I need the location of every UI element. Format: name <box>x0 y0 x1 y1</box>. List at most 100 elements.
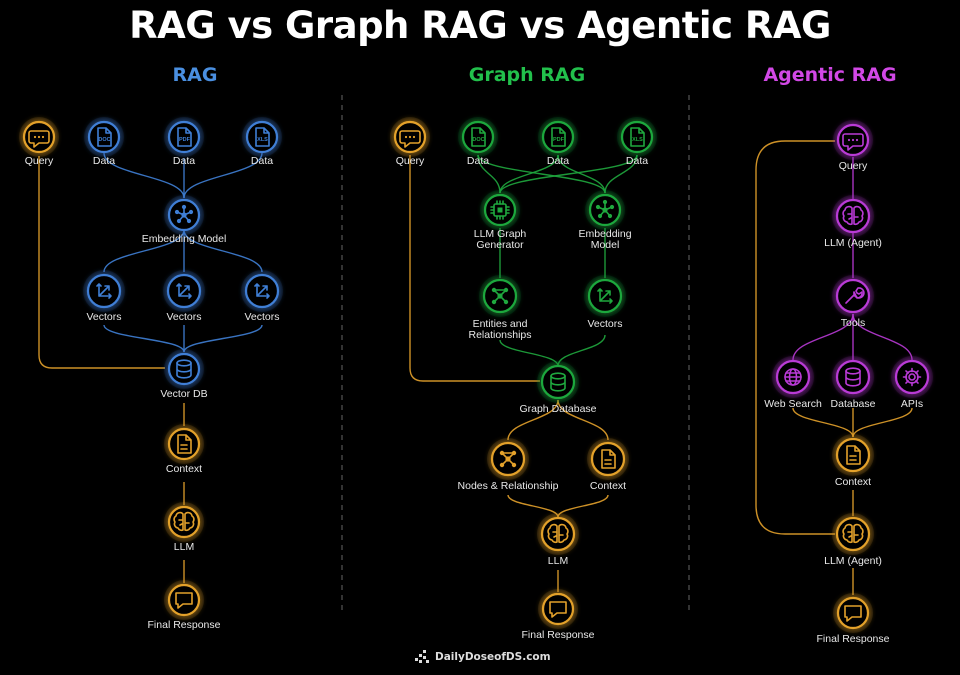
rag-embedding-node: Embedding Model <box>142 195 227 245</box>
rag-query-node-label-line: Query <box>25 155 54 167</box>
rag-vector-db-node-label: Vector DB <box>160 388 207 400</box>
rag-vectors-node-2-label-line: Vectors <box>166 311 201 323</box>
rag-context-node-label-line: Context <box>166 463 202 475</box>
rag-vector-db-node-label-line: Vector DB <box>160 388 207 400</box>
agentic-query-node: Query <box>833 120 873 172</box>
graph-data-node-1-label: Data <box>467 155 489 167</box>
agentic-rag-column-title: Agentic RAG <box>763 64 897 86</box>
page-title: RAG vs Graph RAG vs Agentic RAG <box>129 4 831 47</box>
rag-embedding-node-label: Embedding Model <box>142 233 227 245</box>
file-type-badge: PDF <box>179 137 191 143</box>
rag-vectors-node-2: Vectors <box>163 270 205 323</box>
link-g-nodes-llm <box>507 494 559 518</box>
link-data3-embed <box>183 152 263 199</box>
file-type-badge: DOC <box>98 137 110 143</box>
rag-final-response-node-label-line: Final Response <box>148 619 221 631</box>
rag-query-node-label: Query <box>25 155 54 167</box>
agentic-final-response-node-label-line: Final Response <box>817 633 890 645</box>
link-g-data3-llmgen <box>499 154 638 194</box>
rag-vectors-node-1: Vectors <box>83 270 125 323</box>
graph-llm-node-label-line: LLM <box>548 555 568 567</box>
rag-query-node: Query <box>19 117 59 167</box>
link-g-query-graphdb <box>409 155 540 382</box>
graph-data-node-1-label-line: Data <box>467 155 489 167</box>
rag-column-title: RAG <box>172 64 218 86</box>
graph-rag-column-title: Graph RAG <box>468 64 586 86</box>
graph-vectors-node: Vectors <box>584 275 626 330</box>
graph-query-node-label-line: Query <box>396 155 425 167</box>
graph-context-node-label: Context <box>590 480 626 492</box>
graph-llm-node: LLM <box>537 513 579 567</box>
agentic-context-node-label-line: Context <box>835 476 871 488</box>
link-g-entities-graphdb <box>499 339 559 367</box>
agentic-query-node-label-line: Query <box>839 160 868 172</box>
agentic-tools-node-label-line: Tools <box>841 317 866 329</box>
rag-vectors-node-3-label: Vectors <box>244 311 279 323</box>
graph-database-node-label-line: Graph Database <box>519 403 596 415</box>
link-vec1-db <box>103 324 185 353</box>
graph-entities-node-label-line: Entities and <box>473 318 528 330</box>
rag-data-node-1: DOC Data <box>84 117 124 167</box>
agentic-apis-node: APIs <box>891 356 933 410</box>
agentic-final-response-node-label: Final Response <box>817 633 890 645</box>
file-type-badge: XLS <box>257 137 268 143</box>
rag-vectors-node-3-label-line: Vectors <box>244 311 279 323</box>
link-a-apis-context <box>852 407 913 438</box>
agentic-database-node-label-line: Database <box>831 398 876 410</box>
link-vec3-db <box>183 324 263 353</box>
graph-query-node: Query <box>390 117 430 167</box>
link-embed-vec3 <box>183 229 263 273</box>
agentic-web-search-node: Web Search <box>764 356 822 410</box>
connectors <box>38 140 913 595</box>
graph-nodes-node: Nodes & Relationship <box>458 438 559 492</box>
graph-data-node-3-label-line: Data <box>626 155 648 167</box>
link-g-data1-llmgen <box>477 154 501 194</box>
agentic-apis-node-label-line: APIs <box>901 398 923 410</box>
agentic-tools-node: Tools <box>832 275 874 329</box>
rag-llm-node-label-line: LLM <box>174 541 194 553</box>
graph-embedding-node-label-line: Embedding <box>578 228 631 240</box>
link-a-web-context <box>792 407 854 438</box>
rag-data-node-1-label-line: Data <box>93 155 115 167</box>
agentic-database-node-label: Database <box>831 398 876 410</box>
agentic-database-node: Database <box>831 356 876 410</box>
graph-context-node-label-line: Context <box>590 480 626 492</box>
graph-final-response-node-label: Final Response <box>522 629 595 641</box>
agentic-web-search-node-label: Web Search <box>764 398 822 410</box>
rag-data-node-3-label-line: Data <box>251 155 273 167</box>
rag-final-response-node: Final Response <box>148 580 221 631</box>
graph-database-node-label: Graph Database <box>519 403 596 415</box>
agentic-llm-agent-node-2: LLM (Agent) <box>824 513 882 567</box>
rag-data-node-2: PDF Data <box>164 117 204 167</box>
rag-data-node-2-label: Data <box>173 155 195 167</box>
graph-query-node-label: Query <box>396 155 425 167</box>
link-g-vectors-graphdb <box>557 334 606 367</box>
graph-context-node: Context <box>587 438 629 492</box>
rag-embedding-node-label-line: Embedding Model <box>142 233 227 245</box>
rag-data-node-3: XLS Data <box>242 117 282 167</box>
agentic-context-node-label: Context <box>835 476 871 488</box>
graph-nodes-node-label: Nodes & Relationship <box>458 480 559 492</box>
link-g-context-llm <box>557 494 609 518</box>
rag-vectors-node-1-label: Vectors <box>86 311 121 323</box>
rag-data-node-1-label: Data <box>93 155 115 167</box>
brand-text: DailyDoseofDS.com <box>435 651 551 663</box>
link-a-tools-web <box>792 313 854 361</box>
link-g-data1-embed <box>477 154 606 194</box>
rag-data-node-3-label: Data <box>251 155 273 167</box>
link-data1-embed <box>103 152 185 199</box>
graph-llm-generator-node-label-line: Generator <box>476 239 524 251</box>
graph-llm-generator-node-label-line: LLM Graph <box>474 228 527 240</box>
graph-embedding-node-label-line: Model <box>591 239 620 251</box>
graph-data-node-3-label: Data <box>626 155 648 167</box>
